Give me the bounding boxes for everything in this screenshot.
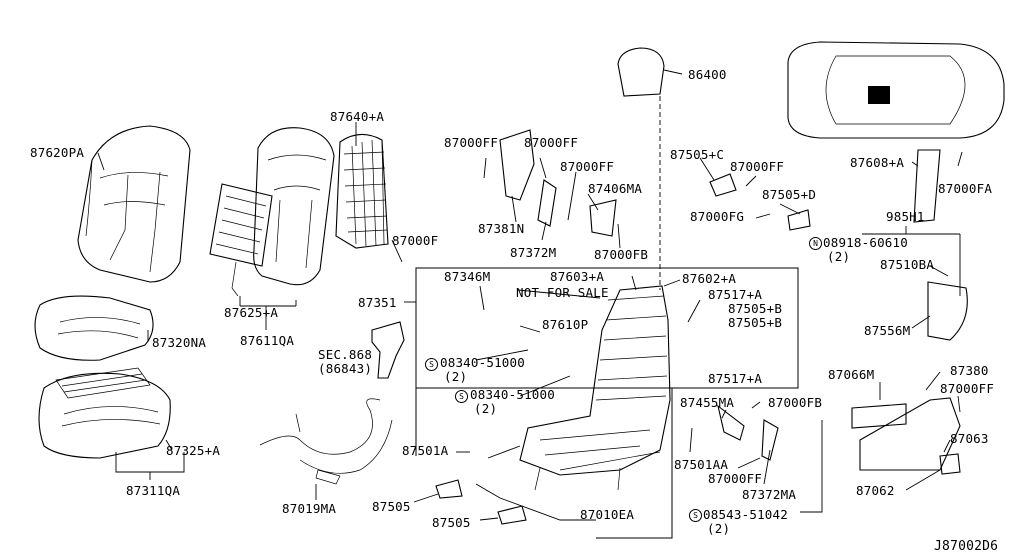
label-87066m: 87066M (828, 367, 875, 382)
label-87000ff-2: 87000FF (524, 135, 579, 150)
label-87455ma: 87455MA (680, 395, 735, 410)
label-87000ff-6: 87000FF (708, 471, 763, 486)
label-08340-1: 08340-51000(2) (440, 356, 525, 384)
label-87346m: 87346M (444, 269, 491, 284)
label-87000f: 87000F (392, 233, 439, 248)
label-87640a: 87640+A (330, 109, 385, 124)
label-08340-2: 08340-51000(2) (470, 388, 555, 416)
label-08918: 08918-60610(2) (823, 236, 908, 264)
label-87010ea: 87010EA (580, 507, 635, 522)
label-87000ff-3: 87000FF (560, 159, 615, 174)
b08340-2-qty: (2) (474, 401, 498, 416)
label-08543: 08543-51042(2) (703, 508, 788, 536)
label-87505b-1: 87505+B (728, 301, 783, 316)
label-86400: 86400 (688, 67, 727, 82)
label-87501a: 87501A (402, 443, 449, 458)
label-87320na: 87320NA (152, 335, 207, 350)
label-sec868: SEC.868(86843) (318, 348, 372, 376)
bolt-symbol-1: S (425, 358, 438, 371)
b08340-1-qty: (2) (444, 369, 468, 384)
label-87062: 87062 (856, 483, 895, 498)
label-87000fa: 87000FA (938, 181, 993, 196)
label-not-for-sale: NOT FOR SALE (516, 285, 609, 300)
label-87372ma: 87372MA (742, 487, 797, 502)
seatback-cover-drawing (77, 125, 191, 283)
harness-drawing (259, 398, 393, 485)
label-87000ff-4: 87000FF (730, 159, 785, 174)
label-87505c: 87505+C (670, 147, 725, 162)
diagram-id: J87002D6 (934, 539, 999, 554)
label-87019ma: 87019MA (282, 501, 337, 516)
label-87608a: 87608+A (850, 155, 905, 170)
cushion-pad-drawing (38, 367, 171, 459)
label-87381n: 87381N (478, 221, 525, 236)
label-87505-a: 87505 (372, 499, 411, 514)
bolt-symbol-3: S (689, 509, 702, 522)
label-87000fb-1: 87000FB (594, 247, 649, 262)
seatback-pad-drawing (253, 127, 335, 286)
heater-mat-drawing (209, 183, 273, 297)
label-87000ff-5: 87000FF (940, 381, 995, 396)
label-87000fb-2: 87000FB (768, 395, 823, 410)
label-87501aa: 87501AA (674, 457, 729, 472)
label-87517a-2: 87517+A (708, 371, 763, 386)
headrest-drawing (617, 47, 665, 290)
sec868-sub: (86843) (318, 361, 373, 376)
label-87505-b: 87505 (432, 515, 471, 530)
label-87000ff-1: 87000FF (444, 135, 499, 150)
label-87625a: 87625+A (224, 305, 279, 320)
buckle-drawing (371, 321, 405, 379)
seat-frame-drawing (519, 285, 671, 491)
b08340-2-part: 08340-51000 (470, 387, 555, 402)
cushion-cover-drawing (34, 295, 154, 361)
sec868-title: SEC.868 (318, 347, 373, 362)
label-87603a: 87603+A (550, 269, 605, 284)
label-87510ba: 87510BA (880, 257, 935, 272)
seatback-frame-grid-drawing (335, 133, 389, 249)
label-87505d: 87505+D (762, 187, 817, 202)
n08918-part: 08918-60610 (823, 235, 908, 250)
label-87000fg: 87000FG (690, 209, 745, 224)
label-87406ma: 87406MA (588, 181, 643, 196)
b08340-1-part: 08340-51000 (440, 355, 525, 370)
label-87517a-1: 87517+A (708, 287, 763, 302)
bolt-symbol-2: S (455, 390, 468, 403)
n08918-qty: (2) (827, 249, 851, 264)
label-87620pa: 87620PA (30, 145, 85, 160)
label-87602a: 87602+A (682, 271, 737, 286)
label-87505b-2: 87505+B (728, 315, 783, 330)
label-87610p: 87610P (542, 317, 589, 332)
label-87063: 87063 (950, 431, 989, 446)
label-87611qa: 87611QA (240, 333, 295, 348)
nut-symbol: N (809, 237, 822, 250)
label-87372m: 87372M (510, 245, 557, 260)
leader-lines (97, 69, 963, 521)
car-outline-drawing (787, 41, 1005, 139)
label-87556m: 87556M (864, 323, 911, 338)
label-87325a: 87325+A (166, 443, 221, 458)
label-87351: 87351 (358, 295, 397, 310)
label-985h1: 985H1 (886, 209, 925, 224)
s08543-qty: (2) (707, 521, 731, 536)
small-parts-drawing (435, 129, 968, 525)
s08543-part: 08543-51042 (703, 507, 788, 522)
label-87380: 87380 (950, 363, 989, 378)
label-87311qa: 87311QA (126, 483, 181, 498)
